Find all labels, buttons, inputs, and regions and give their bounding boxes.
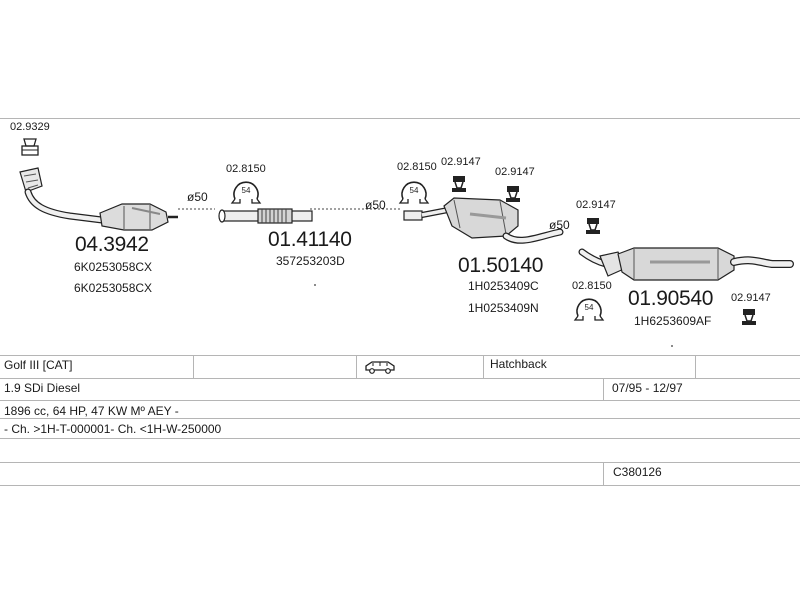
- pipe-diameter-3: ø50: [549, 218, 570, 232]
- clamp-2-code: 02.8150: [397, 161, 437, 173]
- pipe-diameter-1: ø50: [187, 190, 208, 204]
- vehicle-engine: 1.9 SDi Diesel: [4, 381, 81, 395]
- car-icon: [364, 360, 396, 379]
- pipe-diameter-2: ø50: [365, 198, 386, 212]
- rear-silencer-code: 01.90540: [628, 287, 714, 310]
- vehicle-specs: 1896 cc, 64 HP, 47 KW Mº AEY -: [4, 404, 179, 418]
- clamp-icon: 54: [398, 181, 430, 204]
- clamp-icon: 54: [573, 298, 605, 321]
- hanger-3-code: 02.9147: [576, 199, 616, 211]
- hanger-4-code: 02.9147: [731, 292, 771, 304]
- hanger-2-code: 02.9147: [495, 166, 535, 178]
- vehicle-body: Hatchback: [490, 357, 547, 371]
- svg-text:54: 54: [410, 186, 419, 195]
- middle-silencer-drawing: [403, 197, 564, 244]
- vehicle-model: Golf III [CAT]: [4, 358, 73, 372]
- hanger-icon: [586, 218, 600, 234]
- flex-pipe-code: 01.41140: [268, 228, 352, 251]
- catalyst-ref-2: 6K0253058CX: [74, 281, 153, 295]
- svg-text:54: 54: [585, 303, 594, 312]
- catalyst-drawing: [19, 167, 178, 231]
- exhaust-drawing: 54 54: [19, 138, 794, 347]
- middle-silencer-code: 01.50140: [458, 254, 544, 277]
- clamp-1-size: 54: [242, 186, 251, 195]
- middle-silencer-ref-2: 1H0253409N: [468, 301, 539, 315]
- hanger-1-code: 02.9147: [441, 156, 481, 168]
- hanger-icon: [742, 309, 756, 325]
- vehicle-period: 07/95 - 12/97: [612, 381, 683, 395]
- gasket-code: 02.9329: [10, 121, 50, 133]
- clamp-3-code: 02.8150: [572, 280, 612, 292]
- catalyst-code: 04.3942: [75, 233, 149, 256]
- hanger-icon: [506, 186, 520, 202]
- middle-silencer-ref-1: 1H0253409C: [468, 279, 539, 293]
- gasket-icon: [21, 138, 39, 156]
- hanger-icon: [452, 176, 466, 192]
- catalog-code: C380126: [613, 465, 662, 479]
- clamp-icon: 54: [230, 181, 262, 204]
- top-divider: [0, 118, 800, 119]
- flex-pipe-drawing: [218, 208, 313, 224]
- rear-silencer-drawing: [578, 247, 794, 281]
- catalyst-ref-1: 6K0253058CX: [74, 260, 153, 274]
- clamp-1-code: 02.8150: [226, 163, 266, 175]
- rear-silencer-ref: 1H6253609AF: [634, 314, 712, 328]
- vehicle-chassis: - Ch. >1H-T-000001- Ch. <1H-W-250000: [4, 422, 222, 436]
- flex-pipe-ref: 357253203D: [276, 254, 345, 268]
